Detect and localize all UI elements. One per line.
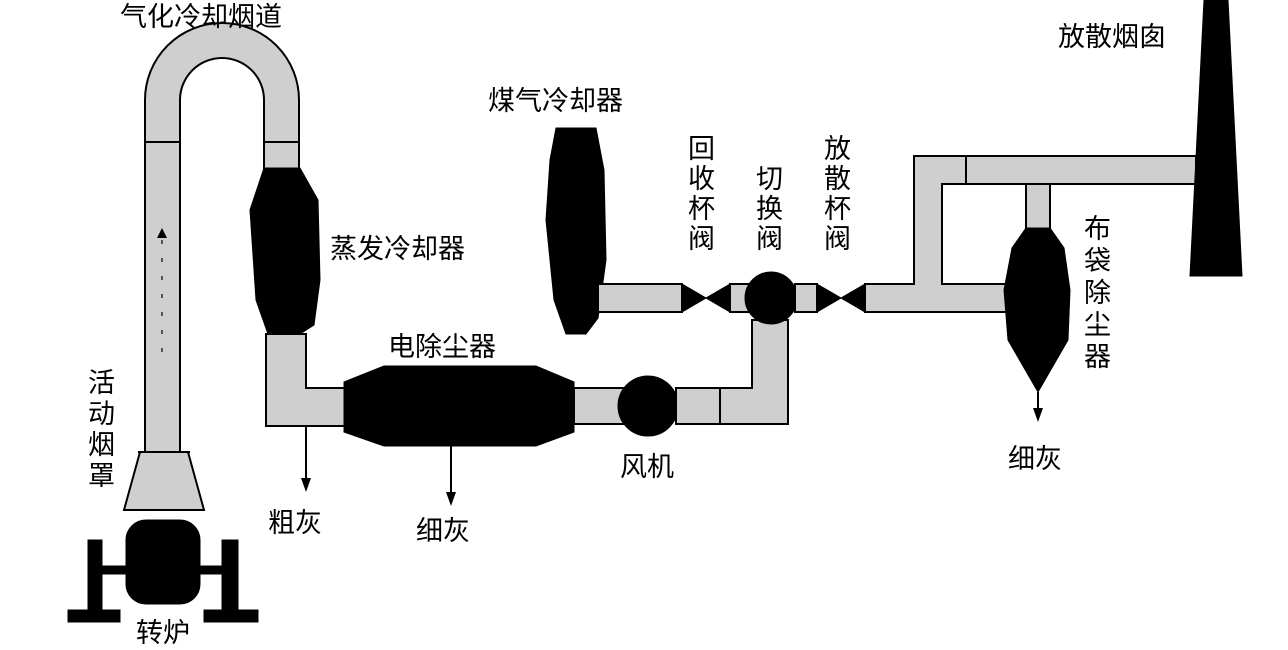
label-recovery-valve: 回收杯阀 bbox=[688, 134, 715, 255]
coarse-ash-arrow bbox=[301, 426, 311, 492]
converter bbox=[67, 519, 259, 623]
converter-right-support bbox=[203, 539, 259, 623]
cooler-outlet-pipe bbox=[265, 333, 351, 427]
label-switch-valve: 切换阀 bbox=[756, 164, 783, 255]
label-movable-hood: 活动烟罩 bbox=[88, 368, 115, 492]
diffusion-valve-right bbox=[840, 283, 866, 313]
fine-ash-arrow-1 bbox=[446, 446, 456, 506]
recovery-valve-right bbox=[705, 283, 731, 313]
fine-ash-arrowhead-1 bbox=[446, 492, 456, 506]
label-evaporative-cooler: 蒸发冷却器 bbox=[330, 234, 465, 265]
electrostatic-precipitator-shape bbox=[343, 365, 575, 447]
label-vaporization-flue: 气化冷却烟道 bbox=[120, 2, 282, 33]
fan-shape bbox=[617, 375, 679, 437]
fan-outlet-pipe bbox=[675, 319, 789, 425]
diffusion-chimney-shape bbox=[1189, 0, 1243, 277]
vaporization-flue-shape bbox=[144, 22, 300, 453]
label-diffusion-chimney: 放散烟囱 bbox=[1058, 22, 1166, 53]
switch-to-diffusion-pipe bbox=[794, 283, 818, 313]
switch-valve-shape bbox=[744, 271, 798, 325]
fine-ash-arrowhead-2 bbox=[1033, 408, 1043, 422]
movable-hood-shape bbox=[122, 451, 206, 511]
recovery-valve-left bbox=[681, 283, 707, 313]
label-fan: 风机 bbox=[620, 452, 674, 483]
label-electrostatic-precipitator: 电除尘器 bbox=[388, 332, 496, 363]
bag-filter-shape bbox=[1003, 227, 1071, 394]
label-converter: 转炉 bbox=[136, 618, 190, 649]
label-fine-ash-2: 细灰 bbox=[1008, 444, 1062, 475]
flow-direction-indicator bbox=[157, 228, 167, 365]
gas-cooler-shape bbox=[545, 127, 607, 335]
esp-to-fan-pipe bbox=[573, 387, 627, 425]
bag-filter-top-pipe bbox=[1025, 183, 1051, 231]
evaporative-cooler-shape bbox=[249, 167, 321, 335]
label-diffusion-valve: 放散杯阀 bbox=[824, 134, 851, 255]
label-gas-cooler: 煤气冷却器 bbox=[488, 86, 623, 117]
label-bag-filter: 布袋除尘器 bbox=[1084, 214, 1111, 373]
flow-arrowhead bbox=[157, 228, 167, 238]
diffusion-valve-left bbox=[816, 283, 842, 313]
converter-left-support bbox=[67, 539, 121, 623]
converter-vessel bbox=[125, 519, 201, 605]
gas-cooler-pipe bbox=[597, 283, 683, 313]
label-coarse-ash: 粗灰 bbox=[268, 508, 322, 539]
label-fine-ash-1: 细灰 bbox=[416, 516, 470, 547]
fine-ash-arrow-2 bbox=[1033, 392, 1043, 422]
coarse-ash-arrowhead bbox=[301, 478, 311, 492]
